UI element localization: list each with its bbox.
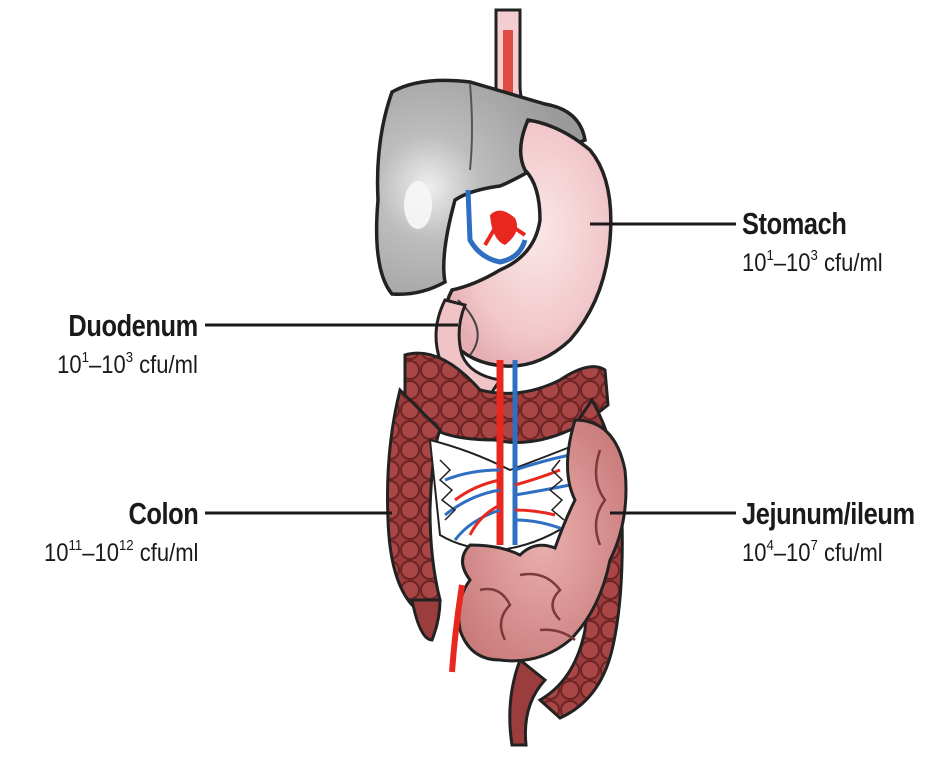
callout-duodenum: Duodenum 101–103 cfu/ml <box>38 310 198 378</box>
jejunum-ileum-label: Jejunum/ileum <box>742 498 915 529</box>
callout-jejunum-ileum: Jejunum/ileum 104–107 cfu/ml <box>742 498 931 566</box>
colon-bacterial-count: 1011–1012 cfu/ml <box>44 541 198 566</box>
jejunum-ileum-bacterial-count: 104–107 cfu/ml <box>742 541 927 566</box>
callout-colon: Colon 1011–1012 cfu/ml <box>23 498 198 566</box>
duodenum-bacterial-count: 101–103 cfu/ml <box>57 353 198 378</box>
hepatic-vessels <box>468 190 525 262</box>
stomach-bacterial-count: 101–103 cfu/ml <box>742 251 883 276</box>
colon-label: Colon <box>54 498 198 529</box>
callout-stomach: Stomach 101–103 cfu/ml <box>742 208 902 276</box>
duodenum-label: Duodenum <box>67 310 198 341</box>
stomach-label: Stomach <box>742 208 873 239</box>
